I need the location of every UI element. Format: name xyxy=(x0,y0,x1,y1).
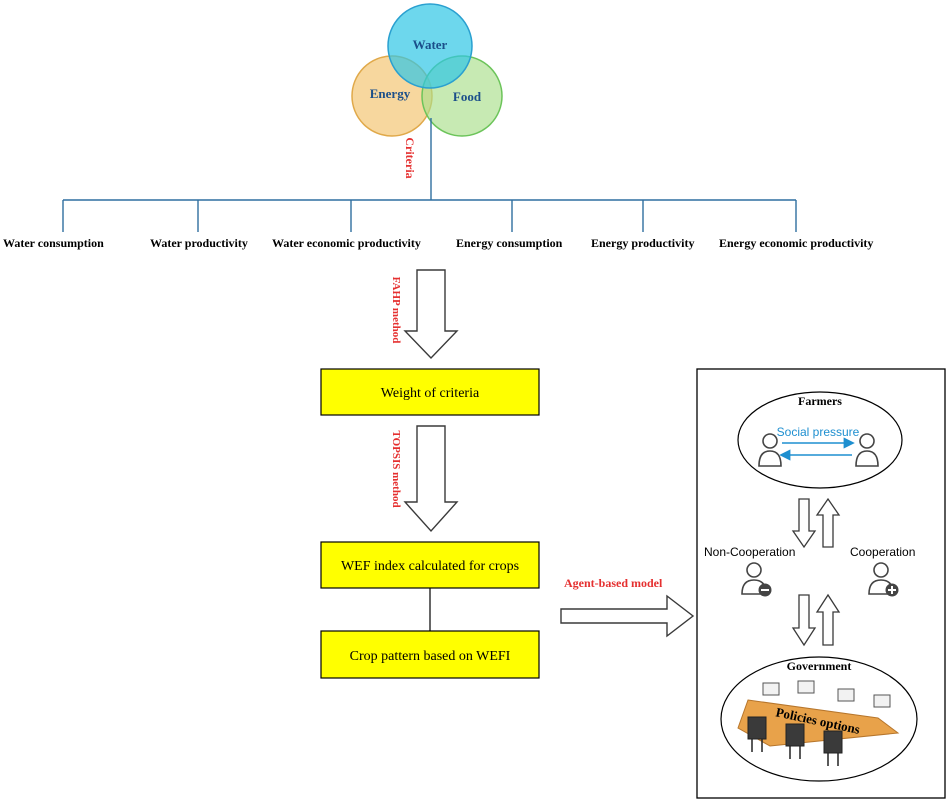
agent-based-model-label: Agent-based model xyxy=(564,576,663,590)
weight-box-label: Weight of criteria xyxy=(381,386,480,401)
up-arrow-icon xyxy=(815,593,841,646)
criterion-label: Energy economic productivity xyxy=(719,236,873,250)
non-cooperation-label: Non-Cooperation xyxy=(704,545,795,559)
crop-pattern-box xyxy=(320,630,540,679)
cooperation-label: Cooperation xyxy=(850,545,915,559)
fahp-down-arrow xyxy=(403,269,459,360)
criteria-tree xyxy=(62,118,797,232)
wef-venn: Water Energy Food xyxy=(351,3,503,137)
social-pressure-label: Social pressure xyxy=(777,425,860,439)
criterion-label: Water consumption xyxy=(3,236,104,250)
wef-index-box-label: WEF index calculated for crops xyxy=(341,559,519,574)
government-label: Government xyxy=(787,659,852,673)
agent-based-model-arrow xyxy=(560,594,695,638)
water-label: Water xyxy=(413,37,448,52)
wef-index-box xyxy=(320,541,540,589)
crop-pattern-box-label: Crop pattern based on WEFI xyxy=(350,649,511,664)
food-label: Food xyxy=(453,89,482,104)
farmers-label: Farmers xyxy=(798,394,842,408)
farmer-person-icon xyxy=(758,433,782,467)
down-arrow-icon xyxy=(791,594,817,647)
criteria-labels: Water consumption Water productivity Wat… xyxy=(3,236,873,250)
up-arrow-icon xyxy=(815,497,841,548)
energy-label: Energy xyxy=(370,86,411,101)
farmer-person-icon xyxy=(855,433,879,467)
weight-box xyxy=(320,368,540,416)
water-circle xyxy=(387,3,473,89)
non-cooperation-person-icon xyxy=(741,562,772,597)
criterion-label: Water economic productivity xyxy=(272,236,421,250)
down-arrow-icon xyxy=(791,498,817,549)
criterion-label: Energy consumption xyxy=(456,236,563,250)
cooperation-person-icon xyxy=(868,562,899,597)
criterion-label: Energy productivity xyxy=(591,236,694,250)
criteria-label: Criteria xyxy=(403,137,417,178)
topsis-down-arrow xyxy=(403,425,459,533)
meeting-table-illustration xyxy=(737,680,900,766)
topsis-method-label: TOPSIS method xyxy=(390,430,402,507)
criterion-label: Water productivity xyxy=(150,236,248,250)
fahp-method-label: FAHP method xyxy=(390,277,402,344)
